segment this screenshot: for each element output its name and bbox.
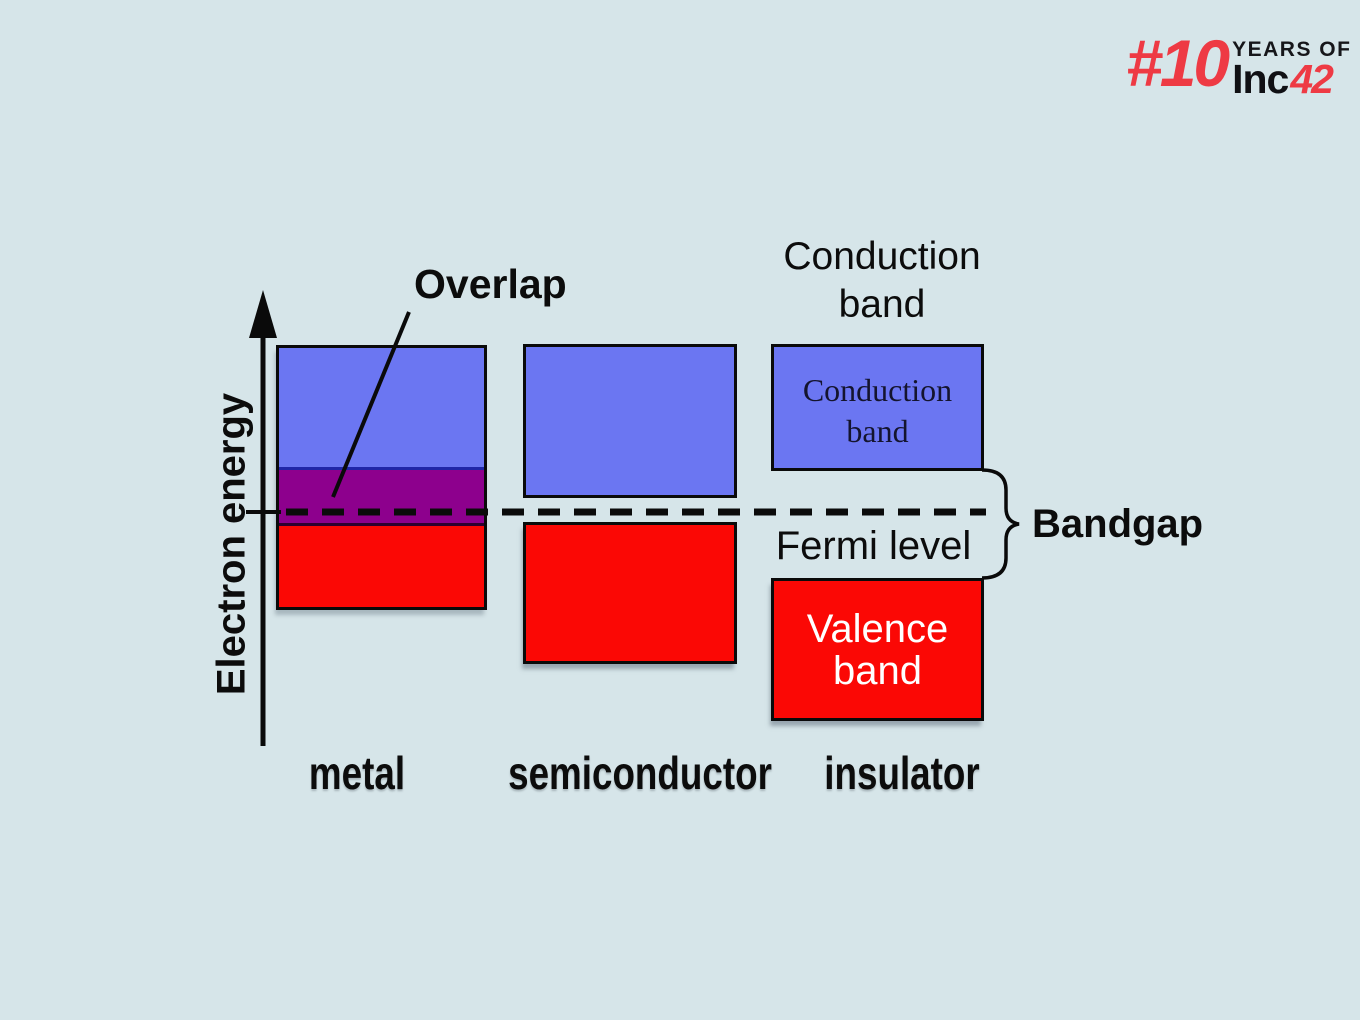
bandgap-label: Bandgap [1032, 502, 1204, 546]
logo-years-of-text: YEARS OF [1232, 38, 1352, 61]
insulator-conduction-band-box [771, 344, 984, 471]
semiconductor-valence-band-box [523, 522, 737, 664]
logo-number-10: #10 [1126, 26, 1230, 100]
conduction-band-top-label: Conduction band [783, 235, 981, 326]
insulator-valence-band-box [771, 578, 984, 721]
y-axis-title: Electron energy [209, 392, 254, 696]
logo-brand-row: Inc 42 [1232, 56, 1351, 102]
metal-label: metal [308, 747, 406, 799]
metal-conduction-band-box [279, 348, 484, 470]
overlap-label: Overlap [414, 261, 567, 307]
metal-overlap-region-box [279, 470, 484, 523]
metal-band-stack [276, 345, 487, 610]
logo-inc-text: Inc [1232, 56, 1289, 102]
bandgap-brace [981, 468, 1020, 580]
logo-42-text: 42 [1290, 56, 1334, 102]
metal-valence-band-box [279, 523, 484, 607]
y-axis-arrowhead-icon [249, 290, 277, 338]
insulator-conduction-band-label: Conduction band [802, 371, 953, 449]
insulator-label: insulator [824, 747, 980, 799]
semiconductor-label: semiconductor [508, 747, 772, 799]
logo-text-block: YEARS OF Inc 42 [1232, 33, 1351, 99]
inc42-logo: #10 YEARS OF Inc 42 [1126, 26, 1351, 100]
insulator-valence-band-label: Valence band [806, 606, 949, 693]
semiconductor-conduction-band-box [523, 344, 737, 498]
fermi-level-label: Fermi level [775, 524, 972, 568]
